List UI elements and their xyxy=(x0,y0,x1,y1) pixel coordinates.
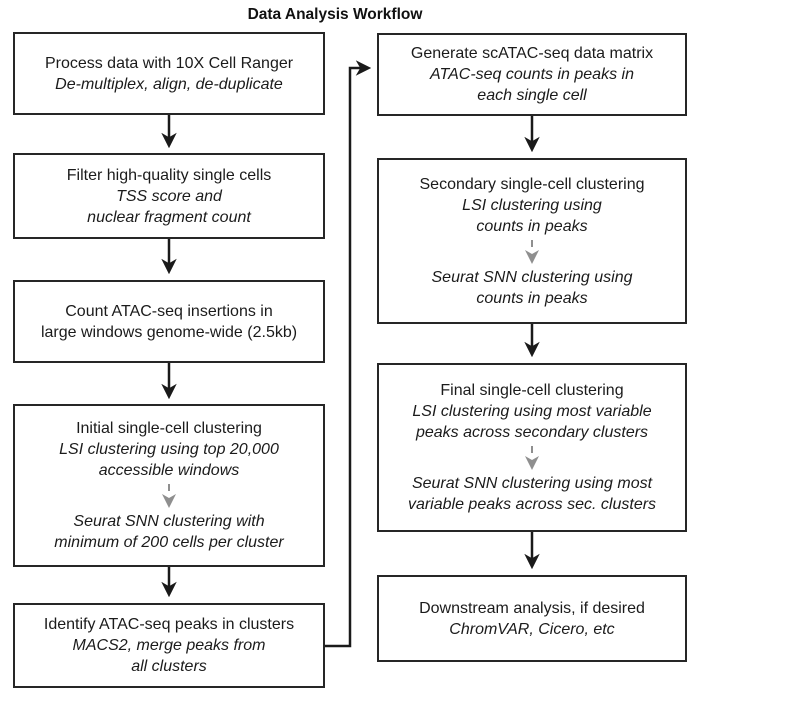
box-title-line: Identify ATAC-seq peaks in clusters xyxy=(43,616,295,633)
flow-box-secondary-clustering: Secondary single-cell clustering LSI clu… xyxy=(377,158,687,324)
box-title-line: Secondary single-cell clustering xyxy=(419,175,645,193)
flow-box-downstream-analysis: Downstream analysis, if desired ChromVAR… xyxy=(377,575,687,662)
box-detail-line: counts in peaks xyxy=(476,289,588,307)
box-detail-line: ChromVAR, Cicero, etc xyxy=(449,620,615,638)
box-detail-line: counts in peaks xyxy=(476,217,588,235)
box-title-line: Initial single-cell clustering xyxy=(76,420,262,437)
gray-dashed-down-arrow-icon xyxy=(525,239,539,264)
box-title-line: Downstream analysis, if desired xyxy=(419,599,645,617)
box-detail-line: Seurat SNN clustering using most xyxy=(411,475,653,492)
box-detail-line: minimum of 200 cells per cluster xyxy=(54,534,284,551)
box-detail-line: nuclear fragment count xyxy=(87,208,251,226)
box-detail-line: LSI clustering using top 20,000 xyxy=(59,441,279,458)
box-detail-line: MACS2, merge peaks from xyxy=(72,637,266,654)
flow-box-final-clustering: Final single-cell clustering LSI cluster… xyxy=(377,363,687,532)
flow-box-count-insertions: Count ATAC-seq insertions in large windo… xyxy=(13,280,325,363)
box-title-line: large windows genome-wide (2.5kb) xyxy=(40,323,298,341)
flow-box-generate-matrix: Generate scATAC-seq data matrix ATAC-seq… xyxy=(377,33,687,116)
gray-dashed-down-arrow-icon xyxy=(525,446,539,470)
flow-box-initial-clustering: Initial single-cell clustering LSI clust… xyxy=(13,404,325,567)
box-detail-line: LSI clustering using xyxy=(462,196,602,214)
box-detail-line: TSS score and xyxy=(116,187,222,205)
box-title-line: Filter high-quality single cells xyxy=(66,166,272,184)
box-detail-line: Seurat SNN clustering with xyxy=(73,513,265,530)
box-detail-line: peaks across secondary clusters xyxy=(415,424,649,441)
box-title-line: Generate scATAC-seq data matrix xyxy=(410,45,654,62)
box-detail-line: variable peaks across sec. clusters xyxy=(407,496,657,513)
box-title-line: Final single-cell clustering xyxy=(440,382,624,399)
flow-box-identify-peaks: Identify ATAC-seq peaks in clusters MACS… xyxy=(13,603,325,688)
box-detail-line: accessible windows xyxy=(98,462,240,479)
box-detail-line: all clusters xyxy=(131,658,207,675)
box-detail-line: De-multiplex, align, de-duplicate xyxy=(55,75,283,93)
box-detail-line: LSI clustering using most variable xyxy=(412,403,652,420)
page-title: Data Analysis Workflow xyxy=(247,6,423,23)
elbow-connector-arrow-icon xyxy=(323,60,372,648)
box-title-line: Process data with 10X Cell Ranger xyxy=(44,54,294,72)
gray-dashed-down-arrow-icon xyxy=(162,484,176,508)
box-title-line: Count ATAC-seq insertions in xyxy=(65,302,273,320)
flow-box-filter-cells: Filter high-quality single cells TSS sco… xyxy=(13,153,325,239)
box-detail-line: ATAC-seq counts in peaks in xyxy=(430,66,634,83)
box-detail-line: each single cell xyxy=(477,87,587,104)
box-detail-line: Seurat SNN clustering using xyxy=(431,268,633,286)
flow-box-process-data: Process data with 10X Cell Ranger De-mul… xyxy=(13,32,325,115)
